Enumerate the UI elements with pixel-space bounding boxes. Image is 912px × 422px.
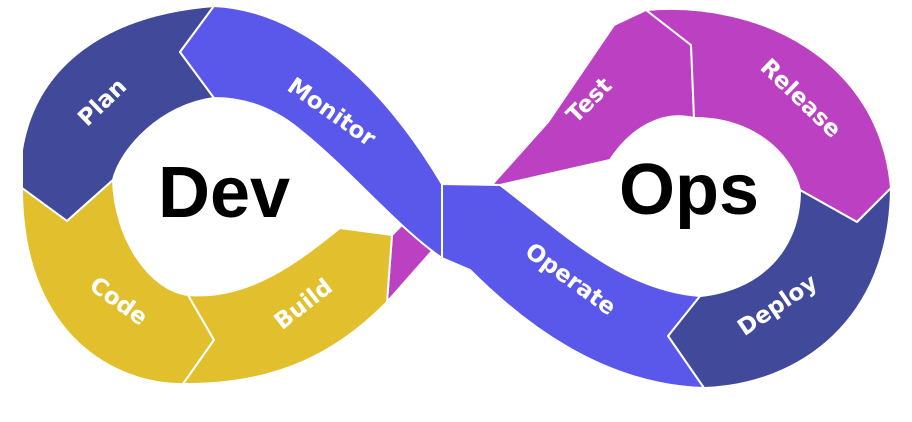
center-word-dev: Dev <box>158 153 290 233</box>
center-word-ops: Ops <box>619 150 759 230</box>
segment-release <box>645 8 892 223</box>
segment-plan <box>21 5 215 222</box>
segment-monitor <box>179 5 443 259</box>
segment-operate <box>441 183 705 389</box>
segment-build <box>182 227 393 386</box>
